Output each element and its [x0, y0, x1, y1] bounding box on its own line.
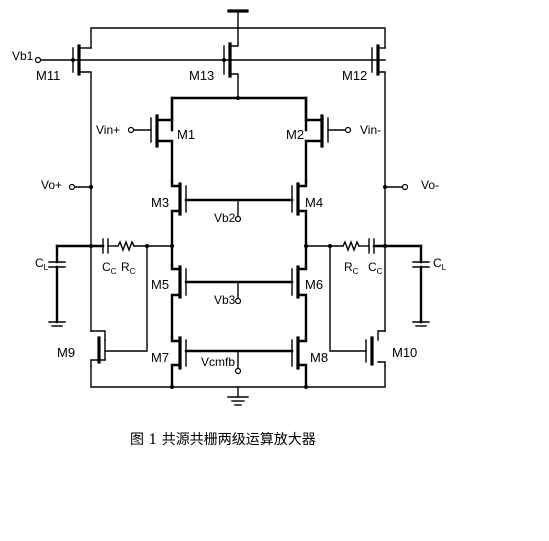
vb3-label: Vb3 [214, 293, 236, 307]
figure-caption: 图 1 共源共栅两级运算放大器 [130, 432, 316, 448]
m12-label: M12 [342, 68, 367, 83]
cl-right-label: CL [433, 256, 447, 272]
m10-label: M10 [392, 345, 417, 360]
m11-transistor [71, 44, 92, 188]
vo-plus-label: Vo+ [41, 178, 62, 192]
vb1-label: Vb1 [12, 49, 34, 63]
m7-transistor [170, 336, 187, 389]
m13-transistor [222, 27, 240, 100]
m3-label: M3 [151, 195, 169, 210]
m1-transistor [127, 96, 174, 183]
m8-label: M8 [310, 350, 328, 365]
rc-right-label: RC [344, 260, 359, 276]
vin-plus-label: Vin+ [96, 123, 120, 137]
vb3-bias-line [184, 280, 294, 305]
m1-label: M1 [177, 127, 195, 142]
m11-label: M11 [36, 68, 60, 83]
vo-plus-node [68, 183, 93, 191]
m2-transistor [304, 96, 352, 183]
cl-left-label: CL [35, 256, 49, 272]
vo-minus-node [383, 183, 409, 191]
vcmfb-label: Vcmfb [201, 355, 235, 369]
vb2-bias-line [184, 198, 294, 223]
vcmfb-bias-line [184, 349, 294, 375]
left-load-capacitor [48, 244, 66, 327]
ground-symbol [227, 396, 249, 406]
m13-label: M13 [189, 68, 214, 83]
vb2-label: Vb2 [214, 211, 236, 225]
cc-left-label: CC [102, 260, 117, 276]
cc-right-label: CC [368, 260, 383, 276]
m7-label: M7 [151, 350, 169, 365]
m2-label: M2 [286, 127, 304, 142]
m4-transistor [291, 179, 308, 268]
vb1-bus [34, 56, 386, 64]
vin-minus-label: Vin- [360, 123, 381, 137]
m12-transistor [371, 44, 386, 188]
m3-transistor [170, 179, 187, 268]
m9-transistor [90, 186, 148, 367]
gnd-rail [90, 365, 386, 398]
m4-label: M4 [305, 195, 323, 210]
vo-minus-label: Vo- [421, 178, 439, 192]
m5-label: M5 [151, 277, 169, 292]
vdd-terminal [227, 9, 249, 29]
m10-transistor [329, 186, 386, 367]
rc-left-label: RC [121, 260, 136, 276]
m5-transistor [170, 264, 187, 340]
left-miller-network [55, 238, 174, 254]
right-load-capacitor [412, 244, 430, 327]
m8-transistor [291, 336, 308, 389]
right-miller-network [304, 238, 423, 254]
tail-node [170, 96, 308, 132]
m6-label: M6 [305, 277, 323, 292]
m6-transistor [291, 264, 308, 340]
m9-label: M9 [57, 345, 75, 360]
